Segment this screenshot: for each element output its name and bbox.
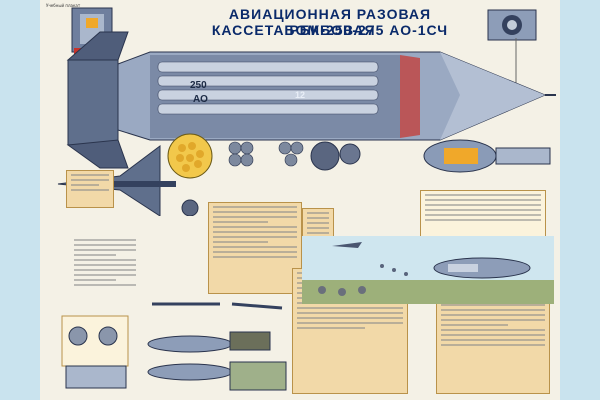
poster: Учебный плакат АВИАЦИОННАЯ РАЗОВАЯ БОМБО… <box>40 0 560 400</box>
bomb-marking-ao: АО <box>193 94 208 105</box>
specifications-list <box>70 236 140 316</box>
poster-title-line-1: АВИАЦИОННАЯ РАЗОВАЯ БОМБОВАЯ <box>228 6 432 38</box>
top-left-caption: Учебный плакат <box>46 3 81 8</box>
bottom-equipment-drawings <box>61 302 287 391</box>
bomb-body <box>66 31 556 169</box>
safety-measures-panel <box>436 300 550 394</box>
bomb-marking-12: 12 <box>295 90 306 100</box>
poster-title-line-2: КАССЕТА РБК-250-275 АО-1СЧ <box>211 22 449 38</box>
legend-panel-left <box>66 170 114 208</box>
bomb-marking-250: 250 <box>190 80 207 91</box>
specs-table-right <box>420 190 546 242</box>
deployment-scene <box>302 236 554 304</box>
description-panel-center <box>208 202 302 294</box>
main-bomb-cutaway <box>66 7 556 169</box>
